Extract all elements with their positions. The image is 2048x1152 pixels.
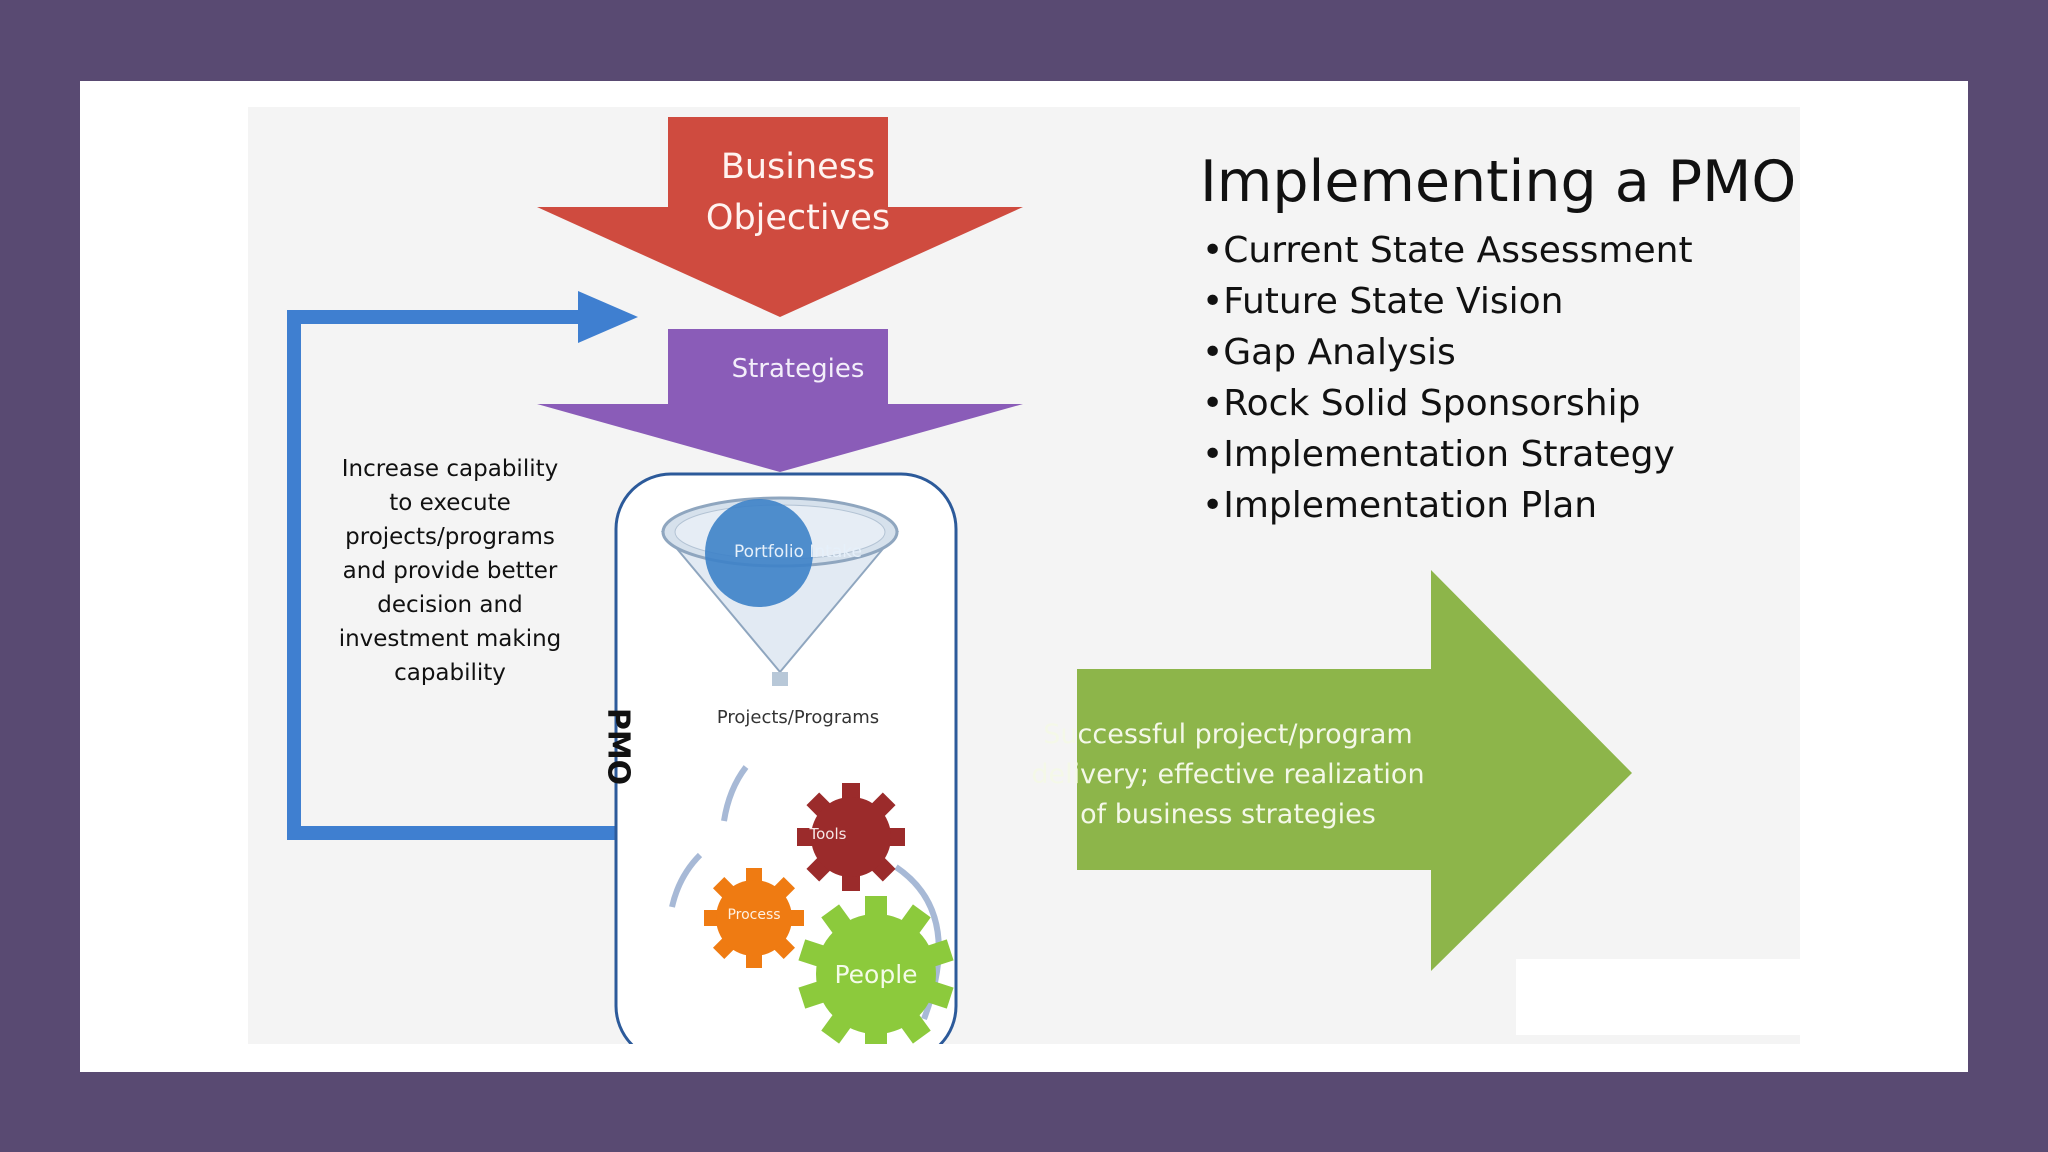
process-gear-icon <box>704 868 804 968</box>
outcome-arrow <box>1077 570 1632 971</box>
bullet-item: Implementation Strategy <box>1202 429 1693 480</box>
bullet-list: Current State Assessment Future State Vi… <box>1202 225 1693 531</box>
portfolio-funnel <box>660 496 900 686</box>
outcome-label: Successful project/program delivery; eff… <box>1031 719 1425 830</box>
cover-block <box>1516 959 1800 1035</box>
feedback-note: Increase capability to execute projects/… <box>338 456 562 686</box>
bullet-item: Future State Vision <box>1202 276 1693 327</box>
business-objectives-arrow <box>537 117 1023 317</box>
tools-gear-icon <box>797 783 905 891</box>
pmo-diagram <box>287 117 1800 1044</box>
projects-programs-label: Projects/Programs <box>716 707 880 728</box>
cycle-arc-top <box>721 765 749 822</box>
business-objectives-label: Business Objectives <box>705 147 891 238</box>
portfolio-intake-label: Portfolio Intake <box>734 542 862 562</box>
slide-frame: Implementing a PMO Current State Assessm… <box>80 81 1968 1072</box>
tools-label: Tools <box>809 825 847 843</box>
slide: Implementing a PMO Current State Assessm… <box>248 107 1800 1044</box>
slide-title: Implementing a PMO <box>1200 149 1797 215</box>
cycle-arc-left <box>669 852 703 908</box>
process-label: Process <box>727 907 781 923</box>
bullet-item: Current State Assessment <box>1202 225 1692 276</box>
people-gear-icon <box>798 896 954 1044</box>
bullet-item: Implementation Plan <box>1202 480 1693 531</box>
strategies-arrow <box>537 329 1023 472</box>
pmo-label: PMO <box>600 707 636 786</box>
people-label: People <box>834 960 918 989</box>
feedback-arrowhead <box>578 291 638 343</box>
bullet-item: Gap Analysis <box>1202 327 1693 378</box>
bullet-item: Rock Solid Sponsorship <box>1202 378 1693 429</box>
feedback-arrow-line <box>287 310 664 840</box>
strategies-label: Strategies <box>731 354 865 384</box>
